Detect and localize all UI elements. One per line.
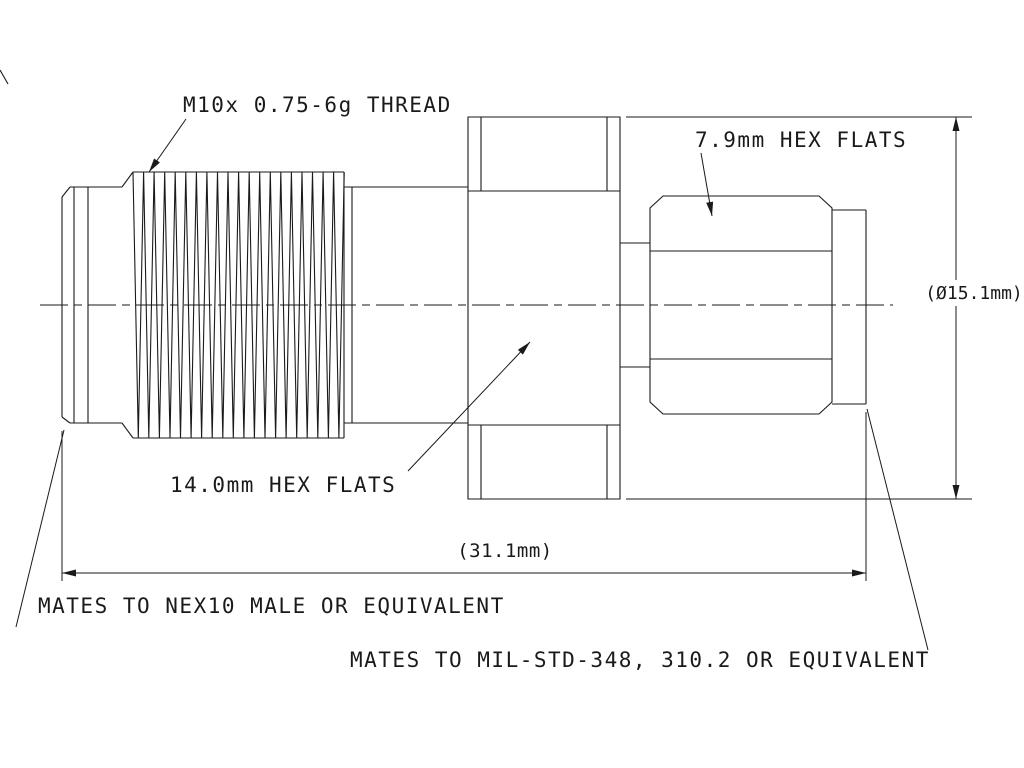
dim-arrow-down [952, 485, 960, 499]
thread-leader: M10x 0.75-6g THREAD [148, 93, 452, 173]
dimension-diameter: (Ø15.1mm) [626, 116, 1023, 500]
neck-outline [620, 242, 650, 368]
right-cylinder-outline [832, 209, 867, 405]
dimension-length: (31.1mm) [61, 412, 867, 581]
right-mating-note: MATES TO MIL-STD-348, 310.2 OR EQUIVALEN… [350, 408, 930, 672]
length-dimension-text: (31.1mm) [457, 540, 553, 562]
small-hex-outline [649, 195, 833, 415]
stray-mark [0, 69, 9, 85]
dim-arrow-up [952, 117, 960, 131]
thread-label: M10x 0.75-6g THREAD [183, 93, 452, 117]
left-mating-note-text: MATES TO NEX10 MALE OR EQUIVALENT [38, 594, 505, 618]
dim-arrow-left [62, 569, 76, 577]
small-hex-label: 7.9mm HEX FLATS [695, 128, 907, 152]
dim-arrow-right [852, 569, 866, 577]
mid-cylinder-outline [344, 186, 468, 424]
thread-profile [132, 171, 345, 439]
large-hex-label: 14.0mm HEX FLATS [170, 473, 396, 497]
leader-arrow [517, 342, 530, 355]
leader-arrow [706, 201, 714, 216]
small-hex-leader: 7.9mm HEX FLATS [695, 128, 907, 217]
left-mating-note: MATES TO NEX10 MALE OR EQUIVALENT [15, 429, 505, 628]
diameter-dimension-text: (Ø15.1mm) [925, 283, 1023, 304]
right-mating-note-text: MATES TO MIL-STD-348, 310.2 OR EQUIVALEN… [350, 648, 930, 672]
large-hex-outline [467, 116, 621, 500]
thread-section-outline [121, 171, 345, 439]
large-hex-leader: 14.0mm HEX FLATS [170, 341, 531, 497]
left-flange-outline [61, 186, 122, 424]
leader-arrow [149, 158, 160, 172]
